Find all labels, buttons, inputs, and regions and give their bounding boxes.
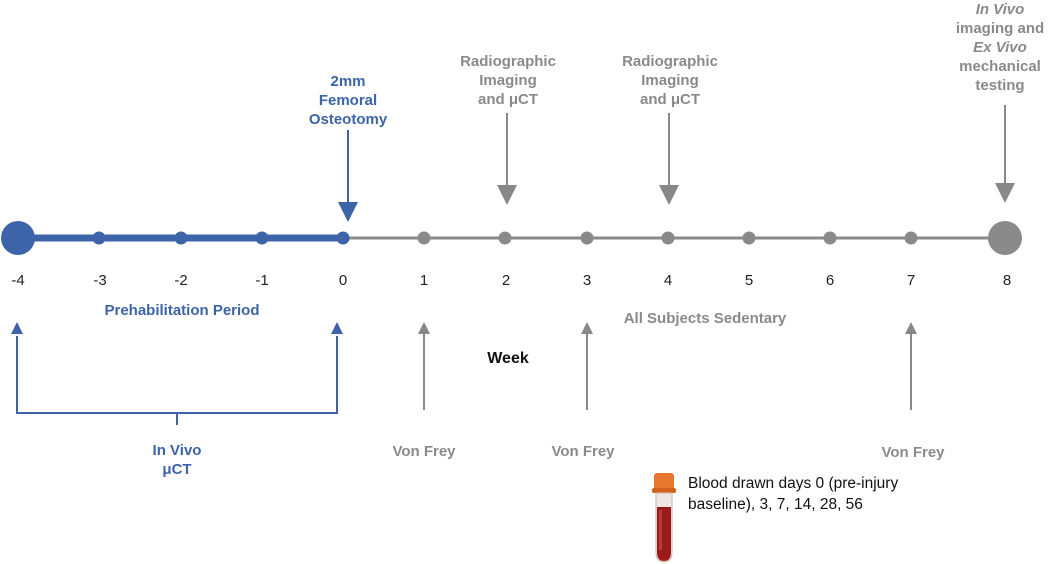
von-frey-1-arrowhead [418,322,430,334]
tick-label: 1 [419,272,429,289]
von-frey-7-label: Von Frey [881,444,945,461]
week-point [580,231,594,245]
tick-label: -3 [93,272,107,289]
von-frey-3-label: Von Frey [551,443,615,460]
blood-tube-icon [652,473,676,563]
bracket-arrowhead-right [331,322,343,334]
von-frey-7-arrowhead [905,322,917,334]
week-point [336,231,350,245]
von-frey-1-label: Von Frey [392,443,456,460]
tick-label: 4 [663,272,673,289]
imaging-week4-label: Radiographic Imaging and μCT [622,53,718,108]
week-point [92,231,106,245]
week-point [174,231,188,245]
von-frey-3-arrowhead [581,322,593,334]
blood-draw-note: Blood drawn days 0 (pre-injury baseline)… [688,475,899,513]
prehab-period-label: Prehabilitation Period [104,302,260,319]
osteotomy-label: 2mm Femoral Osteotomy [308,73,388,128]
week-point [417,231,431,245]
imaging-week2-label: Radiographic Imaging and μCT [460,53,556,108]
week-point [823,231,837,245]
week-end-marker [988,221,1022,255]
week-point [661,231,675,245]
week-point [255,231,269,245]
tick-label: -2 [174,272,188,289]
tick-label: 0 [338,272,348,289]
in-vivo-uct-bracket [16,336,338,414]
week-point [498,231,512,245]
tick-label: 6 [825,272,835,289]
week-point [904,231,918,245]
week-axis-label: Week [487,350,529,367]
in-vivo-uct-label: In Vivo μCT [152,442,202,478]
tick-label: -1 [255,272,269,289]
tick-label: 7 [906,272,916,289]
tick-label: 8 [1002,272,1012,289]
week-point [742,231,756,245]
tick-label: 5 [744,272,754,289]
final-testing-label: In Vivo imaging and Ex Vivo mechanical t… [955,1,1045,94]
tick-label: 2 [501,272,511,289]
week-start-marker [1,221,35,255]
tick-label: 3 [582,272,592,289]
bracket-arrowhead-left [11,322,23,334]
sedentary-label: All Subjects Sedentary [623,310,787,327]
tick-label: -4 [11,272,25,289]
